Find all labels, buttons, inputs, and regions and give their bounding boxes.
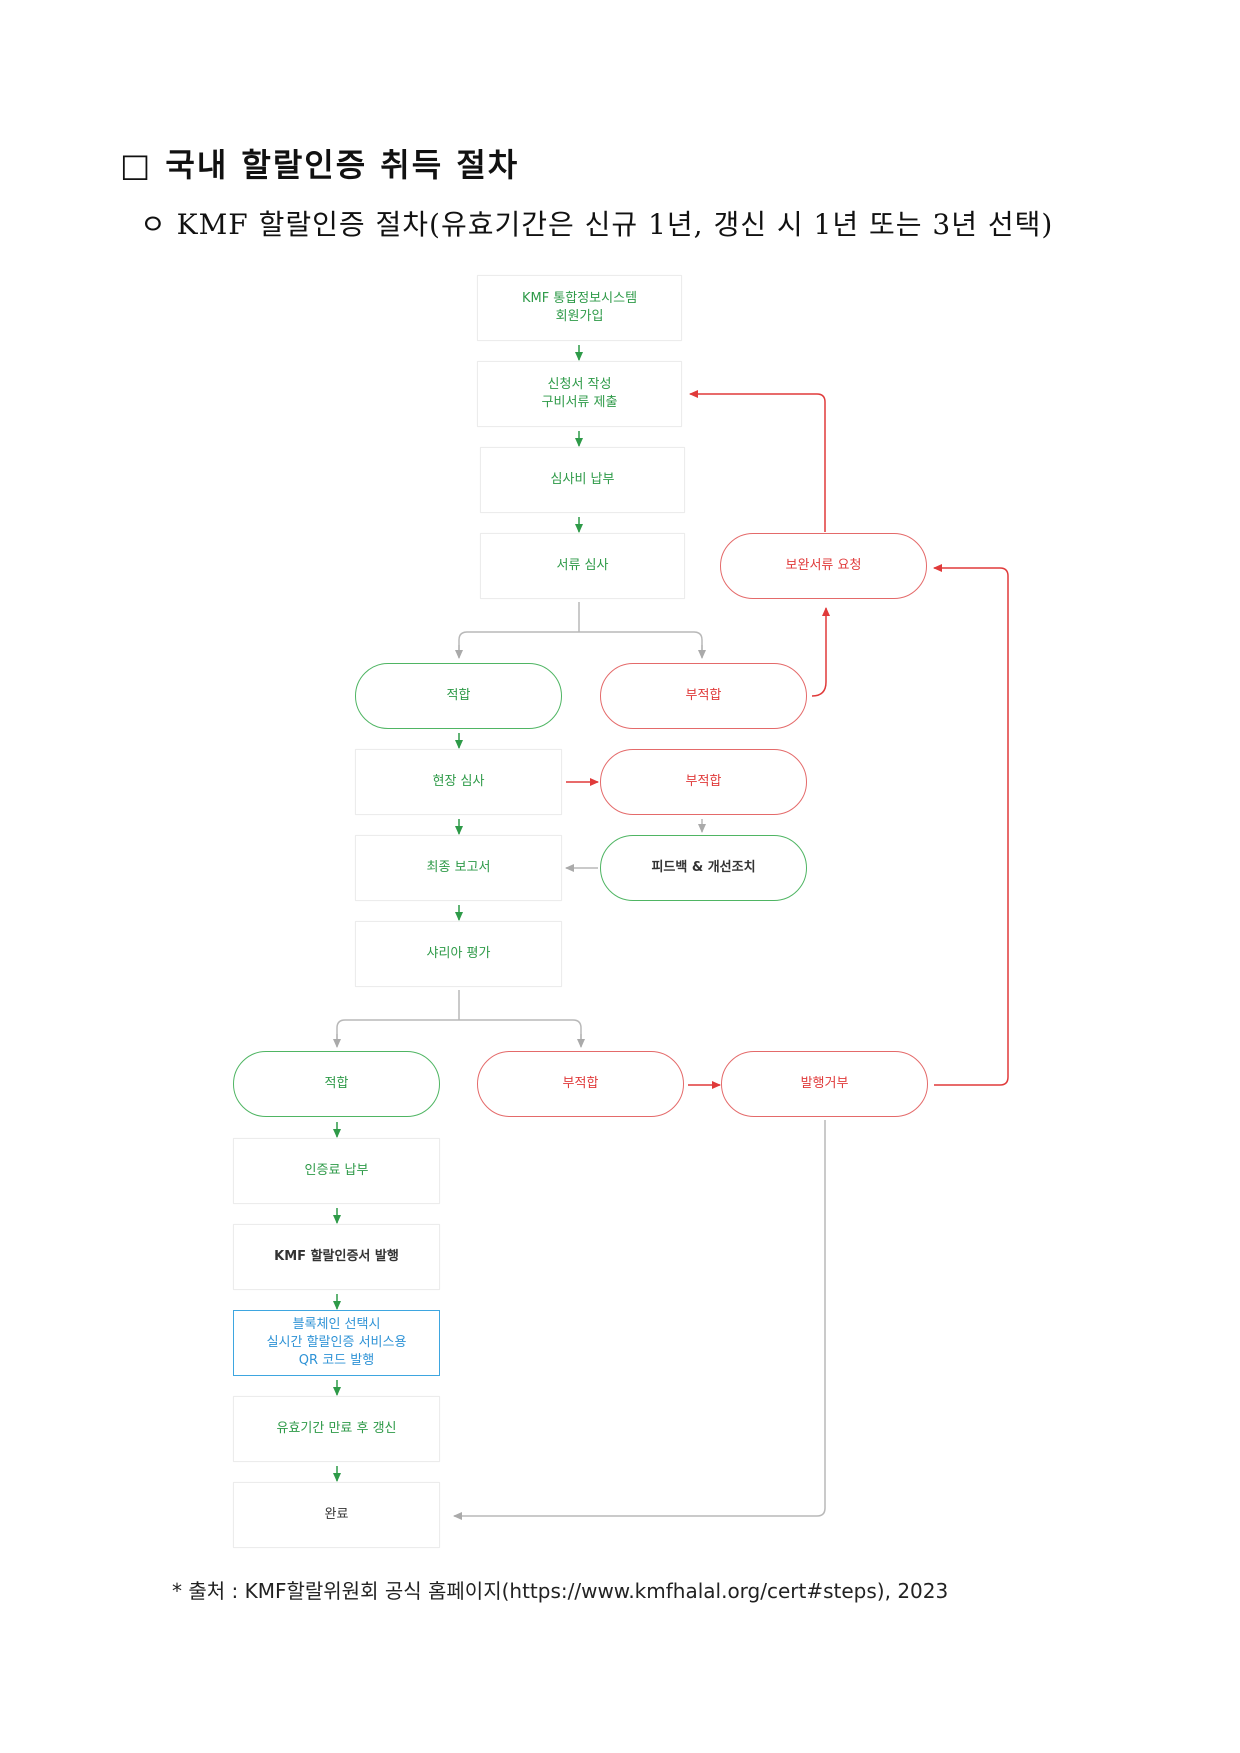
step-application: 신청서 작성 구비서류 제출 <box>477 361 682 427</box>
section-heading: □ 국내 할랄인증 취득 절차 <box>120 146 520 184</box>
source-note: * 출처 : KMF할랄위원회 공식 홈페이지(https://www.kmfh… <box>172 1579 949 1603</box>
step-complete: 완료 <box>233 1482 440 1548</box>
step-cert-fee: 인증료 납부 <box>233 1138 440 1204</box>
result-fit-2: 적합 <box>233 1051 440 1117</box>
step-fee-payment: 심사비 납부 <box>480 447 685 513</box>
line-reject-done <box>453 1120 826 1520</box>
step-site-audit: 현장 심사 <box>355 749 562 815</box>
step-qr-issue: 블록체인 선택시 실시간 할랄인증 서비스용 QR 코드 발행 <box>233 1310 440 1376</box>
branch-sharia <box>336 990 582 1046</box>
step-sharia-evaluation: 샤리아 평가 <box>355 921 562 987</box>
result-fit-1: 적합 <box>355 663 562 729</box>
arrow-supplement-n2 <box>689 390 826 532</box>
branch-doc-review <box>458 602 703 657</box>
result-issue-rejected: 발행거부 <box>721 1051 928 1117</box>
result-unfit-2: 부적합 <box>600 749 807 815</box>
result-unfit-3: 부적합 <box>477 1051 684 1117</box>
step-feedback: 피드백 & 개선조치 <box>600 835 807 901</box>
step-member-signup: KMF 통합정보시스템 회원가입 <box>477 275 682 341</box>
step-renewal: 유효기간 만료 후 갱신 <box>233 1396 440 1462</box>
step-final-report: 최종 보고서 <box>355 835 562 901</box>
arrow-reject-supplement <box>933 564 1009 1086</box>
result-unfit-1: 부적합 <box>600 663 807 729</box>
step-supplement-request: 보완서류 요청 <box>720 533 927 599</box>
step-document-review: 서류 심사 <box>480 533 685 599</box>
step-cert-issue: KMF 할랄인증서 발행 <box>233 1224 440 1290</box>
section-subheading: ㅇ KMF 할랄인증 절차(유효기간은 신규 1년, 갱신 시 1년 또는 3년… <box>140 208 1054 241</box>
arrow-unfit1-supplement <box>811 607 830 697</box>
